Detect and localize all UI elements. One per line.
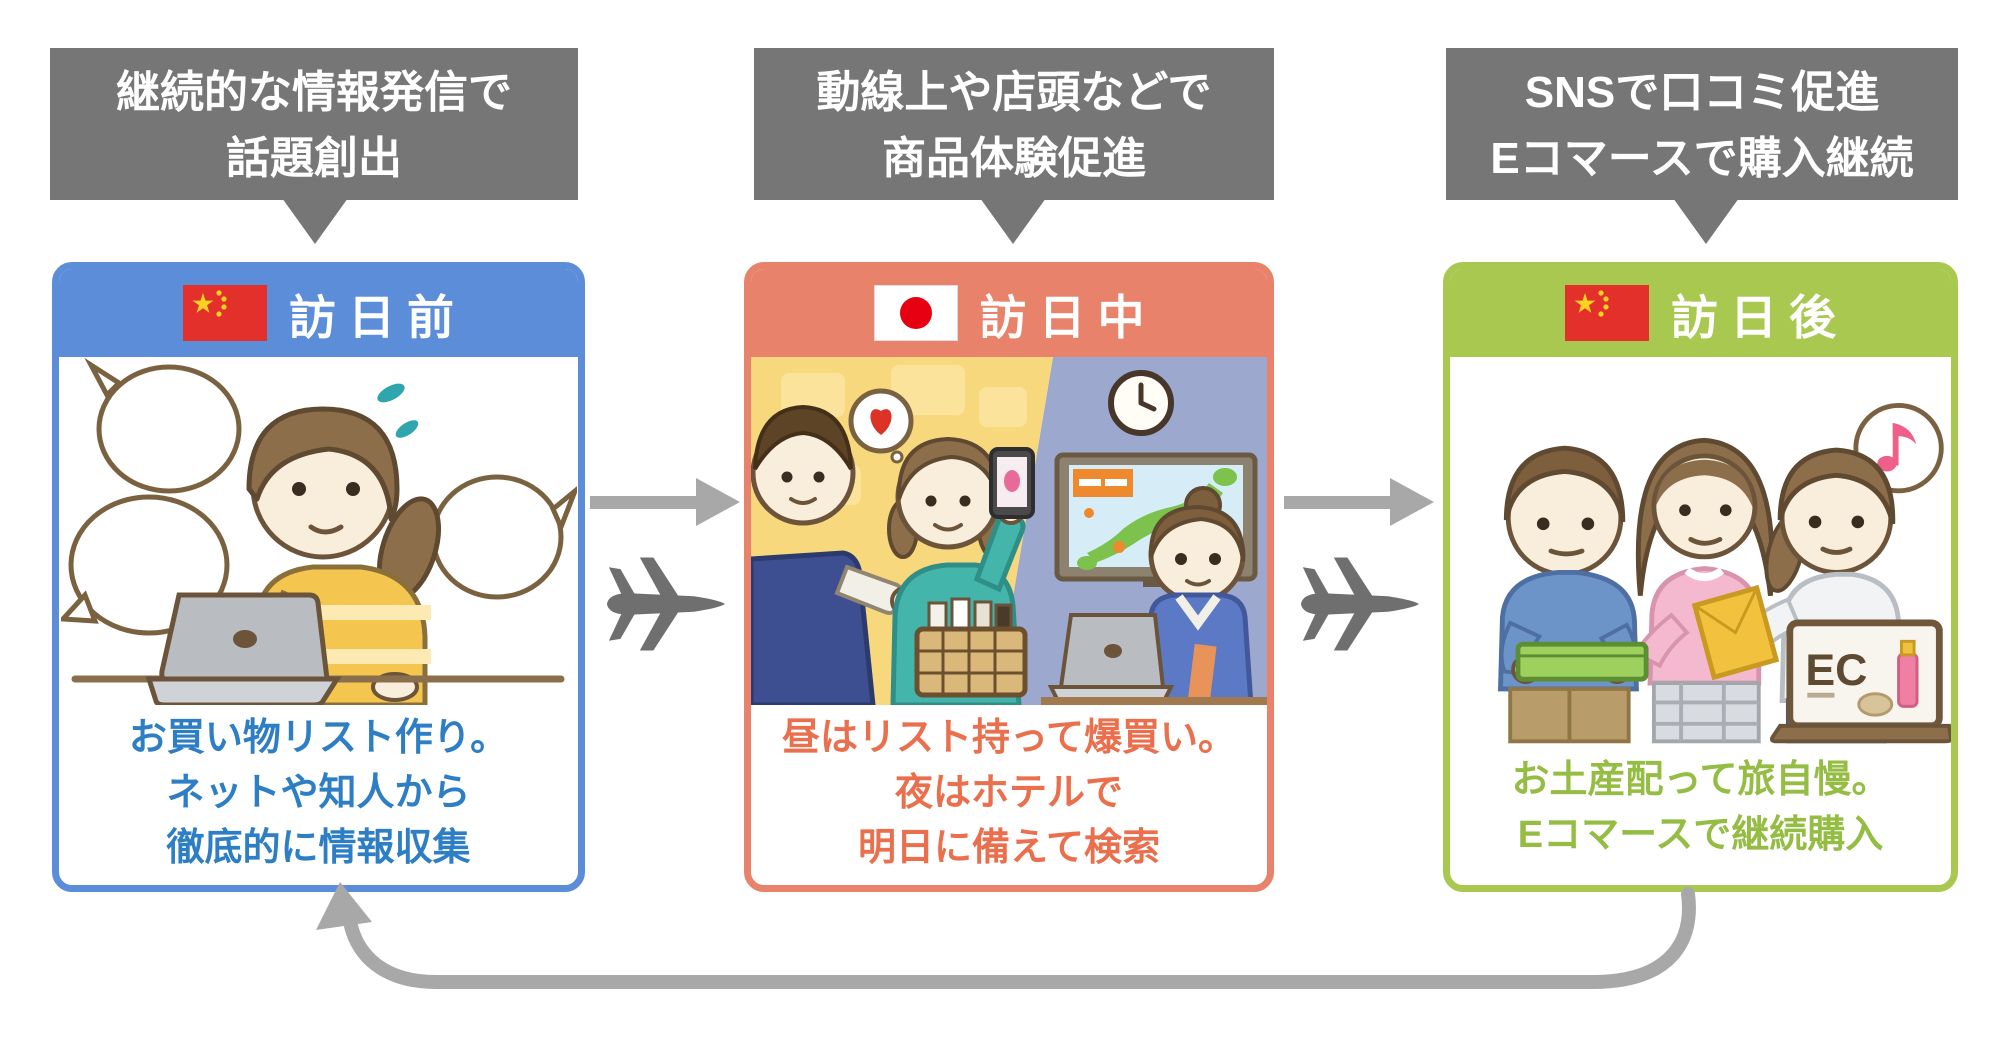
callout-text-line: 話題創出 [226, 134, 402, 183]
wall-clock-icon [1108, 370, 1174, 436]
hotel-laptop-icon [1047, 613, 1175, 701]
smartphone-icon [989, 447, 1035, 519]
stage-caption: お買い物リスト作り。 ネットや知人から 徹底的に情報収集 [59, 711, 578, 876]
laptop-icon [145, 592, 342, 705]
green-souvenir-box [1515, 641, 1649, 682]
heart-speech-bubble [848, 388, 914, 464]
ec-screen-label: EC [1805, 646, 1867, 695]
china-flag-icon [1565, 285, 1649, 341]
callout-text-line: 動線上や店頭などで [816, 68, 1212, 117]
stage-caption: 昼はリスト持って爆買い。 夜はホテルで 明日に備えて検索 [751, 711, 1267, 876]
callout-tail-pointer [980, 198, 1046, 244]
callout-text-line: Eコマースで購入継続 [1490, 134, 1914, 183]
arrow-right-icon [1283, 478, 1434, 526]
caption-line: ネットや知人から [166, 772, 471, 815]
stage-title: 訪日中 [979, 290, 1157, 344]
shopping-basket-icon [914, 597, 1028, 698]
return-loop-arrow [316, 882, 1696, 989]
illustration-woman-researching-laptop [60, 357, 577, 705]
airplane-icon [1300, 557, 1419, 651]
caption-line: 徹底的に情報収集 [166, 827, 471, 870]
stage-header: 訪日後 [1450, 269, 1951, 357]
callout-tail-pointer [282, 198, 348, 244]
china-flag-icon [183, 285, 267, 341]
stage-title: 訪日前 [289, 290, 466, 344]
stage-caption: お土産配って旅自慢。 Eコマースで継続購入 [1450, 753, 1951, 863]
caption-line: Eコマースで継続購入 [1517, 814, 1884, 857]
cosmetic-bottle-icon [1897, 652, 1919, 708]
woman-in-hotel [1144, 486, 1254, 705]
callout-before-visit: 継続的な情報発信で 話題創出 [50, 48, 578, 244]
ec-laptop-icon: EC [1769, 619, 1951, 744]
callout-text-line: 継続的な情報発信で [116, 68, 512, 117]
illustration-sharing-souvenirs: EC [1497, 402, 1951, 744]
airplane-icon [606, 557, 725, 651]
callout-text-line: SNSで口コミ促進 [1524, 68, 1880, 117]
hotel-desk [1041, 697, 1267, 705]
stage-title: 訪日後 [1671, 290, 1848, 344]
cat-on-screen [1857, 692, 1894, 717]
stage-card-during-visit: 訪日中 [744, 262, 1274, 892]
man-with-green-box-figure [1497, 445, 1649, 744]
stage-card-before-visit: 訪日前 [52, 262, 585, 892]
callout-text-line: 商品体験促進 [882, 134, 1146, 183]
arrow-right-icon [589, 478, 740, 526]
music-note-icon [1877, 422, 1917, 472]
callout-tail-pointer [1673, 198, 1739, 244]
stage-header: 訪日前 [59, 269, 578, 357]
stage-card-after-visit: 訪日後 [1443, 262, 1958, 892]
connector-during-to-after [1274, 474, 1443, 664]
caption-line: 明日に備えて検索 [857, 827, 1161, 870]
stage-header: 訪日中 [751, 269, 1267, 357]
callout-after-visit: SNSで口コミ促進 Eコマースで購入継続 [1446, 48, 1958, 244]
caption-line: お土産配って旅自慢。 [1511, 759, 1890, 801]
caption-line: 夜はホテルで [894, 772, 1123, 815]
return-arrowhead [316, 882, 372, 930]
callout-during-visit: 動線上や店頭などで 商品体験促進 [754, 48, 1274, 244]
illustration-shopping-and-hotel-search [751, 357, 1267, 705]
caption-line: お買い物リスト作り。 [128, 717, 509, 759]
caption-line: 昼はリスト持って爆買い。 [781, 717, 1237, 759]
heart-icon [870, 409, 892, 435]
connector-before-to-during [585, 474, 744, 664]
sweat-drops-icon [376, 383, 418, 438]
japan-flag-icon [873, 285, 958, 341]
